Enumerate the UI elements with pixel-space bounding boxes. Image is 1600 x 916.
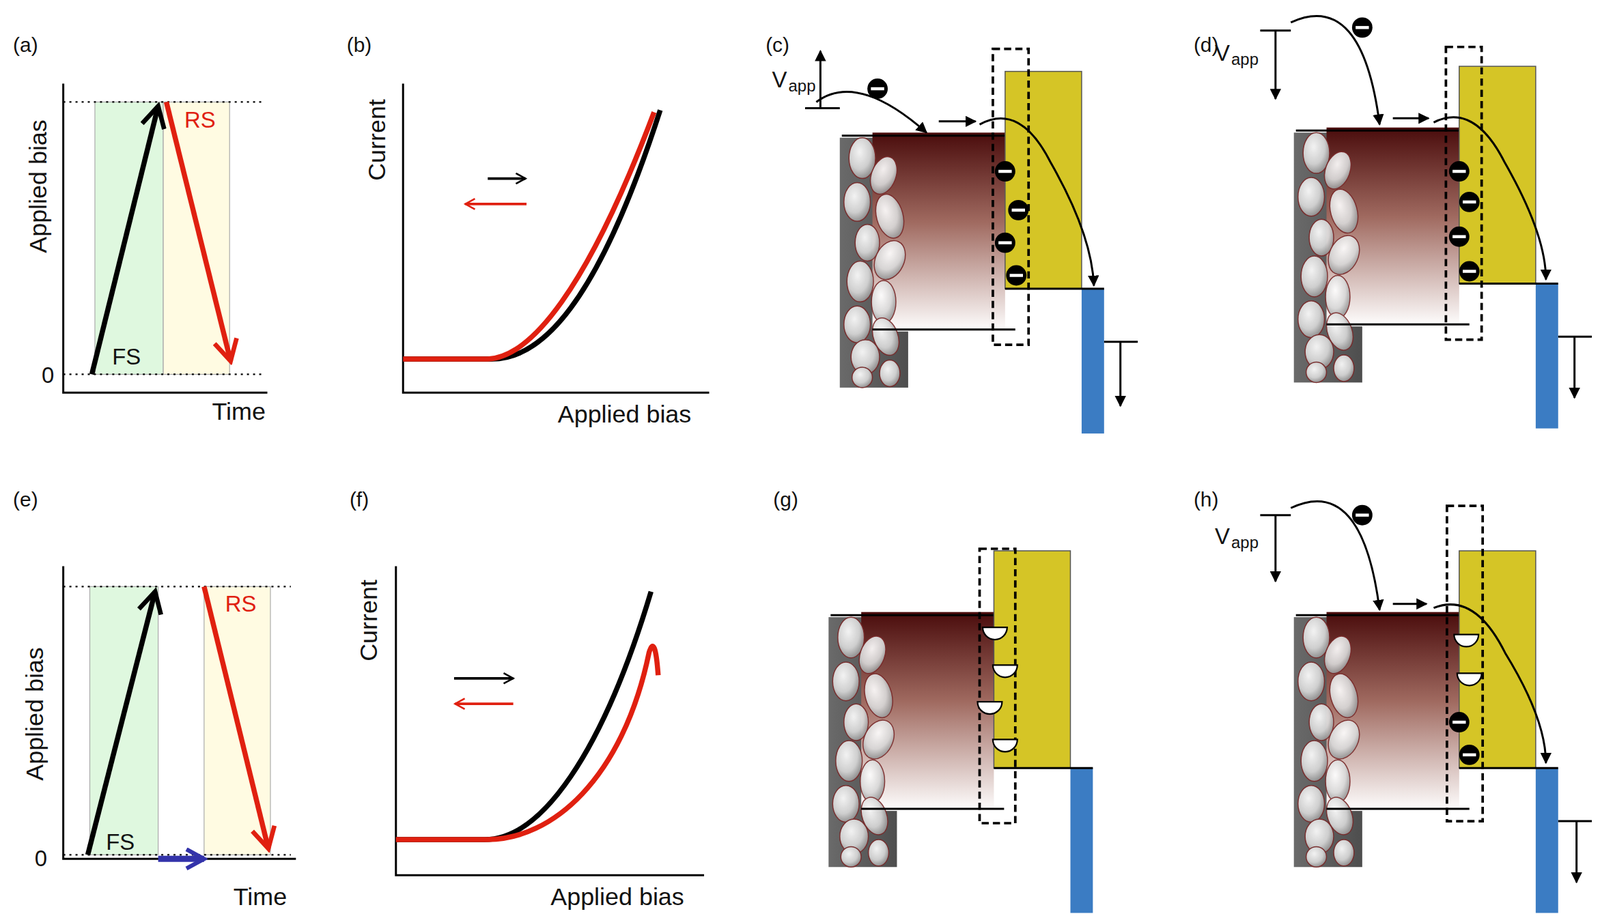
axis-title: Time — [233, 885, 287, 911]
panel-letter: (h) — [1193, 489, 1219, 511]
panel-letter: (e) — [12, 489, 39, 511]
band-diagram — [828, 549, 1093, 914]
scan-label: RS — [184, 109, 216, 132]
voltage-symbol: V — [1214, 525, 1230, 549]
axis-title: Time — [211, 400, 265, 425]
panel-letter: (c) — [765, 34, 790, 56]
panel-letter: (f) — [349, 489, 369, 511]
panel-letter: (a) — [12, 34, 39, 56]
scan-label: FS — [111, 346, 141, 369]
panel-letter: (b) — [346, 34, 373, 56]
panel-letter: (d) — [1193, 34, 1219, 56]
tick-label: 0 — [34, 848, 48, 871]
voltage-symbol: V — [772, 68, 788, 91]
iv-plot — [396, 566, 705, 876]
panel-letter: (g) — [773, 489, 799, 511]
axis-title: Applied bias — [557, 402, 692, 428]
voltage-subscript: app — [1231, 51, 1259, 68]
bias-time-plot — [63, 83, 268, 394]
iv-plot — [402, 83, 709, 394]
axis-title: Current — [365, 99, 390, 181]
voltage-subscript: app — [1231, 534, 1259, 552]
band-diagram — [805, 49, 1138, 434]
band-diagram — [1259, 16, 1592, 429]
voltage-subscript: app — [788, 77, 817, 95]
axis-title: Applied bias — [550, 885, 685, 911]
axis-title: Applied bias — [23, 647, 48, 782]
tick-label: 0 — [41, 363, 54, 387]
bias-time-plot — [63, 566, 297, 860]
scan-label: FS — [105, 831, 135, 855]
voltage-symbol: V — [1214, 41, 1230, 65]
axis-title: Applied bias — [26, 120, 52, 255]
axis-title: Current — [357, 579, 382, 662]
scan-label: RS — [225, 592, 257, 616]
band-diagram — [1259, 501, 1592, 914]
